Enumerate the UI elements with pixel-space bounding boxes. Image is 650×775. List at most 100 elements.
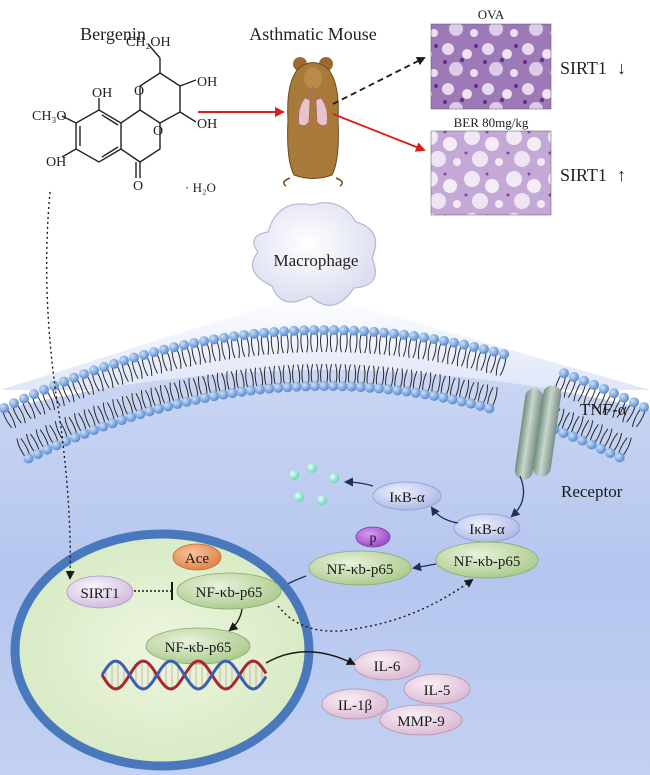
lipid-head (559, 368, 569, 379)
lipid-head (579, 375, 589, 386)
lipid-head (429, 333, 439, 344)
sirt1-marker: SIRT1 (560, 165, 607, 185)
lipid-head (447, 394, 458, 405)
lipid-head (29, 389, 39, 400)
lipid-head (383, 384, 394, 395)
nfkb-dna-node: NF-κb-p65 (145, 627, 251, 665)
lipid-head (569, 371, 579, 382)
cytokine-label: IL-6 (374, 659, 401, 675)
lipid-head (439, 335, 449, 346)
ikb-free-node: IκB-α (372, 481, 442, 511)
phosphorylation-arrow (412, 562, 437, 572)
lipid-head (23, 453, 34, 464)
lipid-head (179, 340, 189, 351)
lipid-head (159, 344, 169, 355)
lipid-head (299, 325, 309, 336)
lipid-head (419, 389, 430, 400)
lipid-head (181, 396, 192, 407)
lipid-head (309, 381, 320, 392)
lipid-head (163, 401, 174, 412)
bergenin-structure: Bergenin OH CH₃O OH O O O (32, 24, 217, 195)
lipid-head (429, 390, 440, 401)
lipid-head (489, 346, 499, 357)
cell-membrane (0, 325, 649, 464)
lipid-head (419, 332, 429, 343)
lipid-head (374, 383, 385, 394)
cytokine-label: MMP-9 (397, 714, 445, 730)
lipid-head (577, 435, 588, 446)
lipid-head (484, 403, 495, 414)
lipid-head (264, 383, 275, 394)
hydroxyl-label-4: OH (197, 117, 217, 132)
lipid-head (319, 325, 329, 336)
sirt1-trend: ↑ (617, 165, 626, 185)
lipid-head (392, 385, 403, 396)
lipid-head (116, 415, 127, 426)
ace-label: Ace (185, 551, 209, 567)
receptor-to-complex-arrow (510, 475, 525, 518)
lipid-head (254, 384, 265, 395)
lipid-head (567, 431, 578, 442)
receptor-label: Receptor (561, 482, 623, 501)
sirt1-node: SIRT1 (66, 575, 134, 609)
lipid-head (629, 397, 639, 408)
lipid-head (218, 389, 229, 400)
lipid-head (309, 325, 319, 336)
mouse-illustration: Asthmatic Mouse (249, 24, 377, 187)
macrophage-label: Macrophage (274, 251, 359, 270)
lipid-head (595, 443, 606, 454)
hydroxyl-label: OH (92, 86, 112, 101)
cytokine-mmp9: MMP-9 (379, 704, 463, 736)
lipid-head (438, 392, 449, 403)
lipid-head (291, 381, 302, 392)
lipid-head (469, 341, 479, 352)
lipid-head (329, 325, 339, 336)
lipid-head (172, 399, 183, 410)
histology-ber: BER 80mg/kg SIRT1 ↑ (430, 115, 626, 216)
lipid-head (614, 452, 625, 463)
nfkb-dna-label: NF-κb-p65 (165, 640, 232, 656)
lipid-head (401, 386, 412, 397)
ch2oh-label: CH₂OH (126, 35, 171, 50)
lipid-head (639, 402, 649, 413)
lipid-head (475, 400, 486, 411)
lipid-head (389, 328, 399, 339)
lipid-head (129, 352, 139, 363)
degraded-ikb-fragments (289, 463, 339, 505)
lipid-head (229, 331, 239, 342)
lipid-head (456, 396, 467, 407)
lipid-head (379, 327, 389, 338)
lipid-head (282, 382, 293, 393)
ber-arrow (332, 113, 426, 152)
lipid-head (279, 326, 289, 337)
export-feedback-arrow (277, 578, 474, 632)
lipid-head (70, 432, 81, 443)
cytokine-il1b: IL-1β (321, 688, 389, 720)
cytokine-label: IL-1β (338, 698, 372, 714)
hydroxyl-label-2: OH (46, 155, 66, 170)
water-label: · H₂O (185, 180, 216, 195)
lipid-head (199, 336, 209, 347)
lipid-head (249, 328, 259, 339)
ova-arrow (332, 57, 426, 105)
lipid-head (499, 349, 509, 360)
ikb-free-label: IκB-α (389, 490, 425, 506)
lipid-head (273, 382, 284, 393)
ikb-bound-node: IκB-α (453, 513, 521, 543)
nfkb-to-dna-arrow (228, 608, 243, 632)
nfkb-phos-label: NF-κb-p65 (327, 562, 394, 578)
dna-strand-blue (100, 659, 268, 691)
lipid-head (42, 444, 53, 455)
lipid-head (300, 381, 311, 392)
lipid-head (107, 418, 118, 429)
lipid-head (449, 337, 459, 348)
macrophage: Macrophage (251, 202, 377, 306)
lipid-head (236, 386, 247, 397)
lipid-head (355, 382, 366, 393)
lipid-head (189, 337, 199, 348)
lipid-head (369, 326, 379, 337)
compound-name: Bergenin (80, 24, 146, 44)
lipid-head (190, 394, 201, 405)
cytokine-il5: IL-5 (403, 673, 471, 705)
lipid-head (245, 385, 256, 396)
